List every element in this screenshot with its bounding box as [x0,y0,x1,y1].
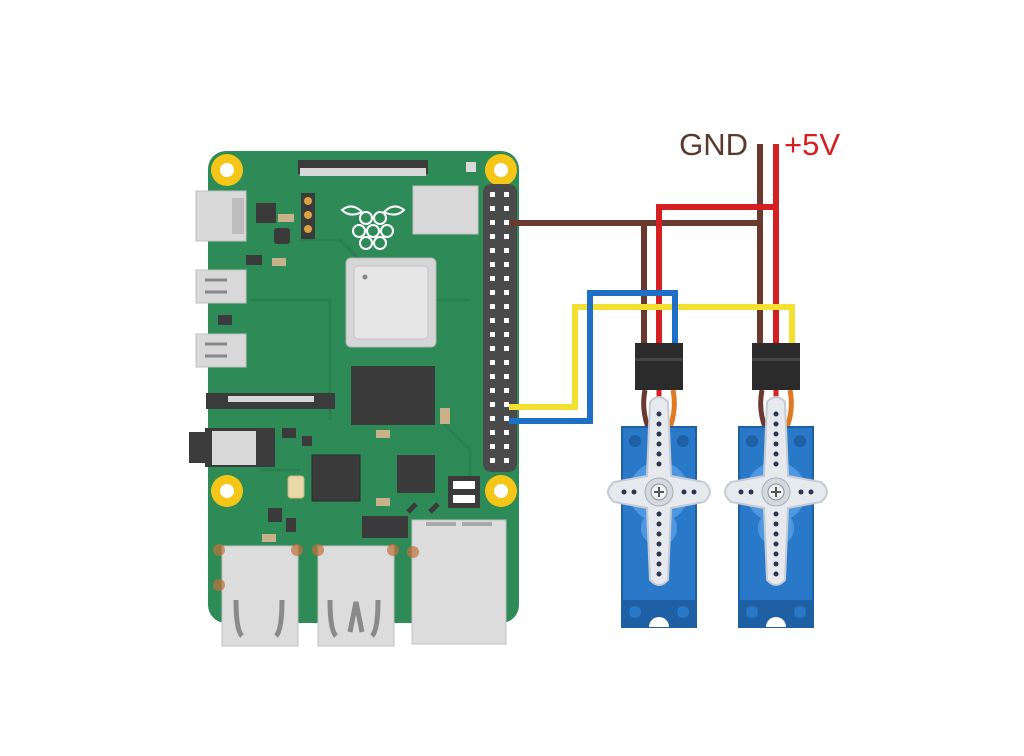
mount-hole [485,475,517,507]
gpio-pin [490,458,495,463]
mount-hole [211,475,243,507]
servo-connector [635,343,683,390]
gpio-pin [490,304,495,309]
usb-controller-chip [311,454,361,502]
wifi-module [412,185,479,235]
gpio-pin [504,346,509,351]
ram-chip [351,366,435,425]
gpio-pin [504,360,509,365]
gpio-pin [490,374,495,379]
gpio-pin [490,234,495,239]
wire-signal-servo-1 [509,290,678,424]
gpio-pin [504,374,509,379]
gpio-pin [504,262,509,267]
gpio-pin [490,192,495,197]
gpio-pin [504,388,509,393]
gpio-pin [490,290,495,295]
raspberry-pi-board [189,151,519,647]
gpio-pin [490,402,495,407]
power-label: +5V [784,127,840,162]
gnd-label: GND [679,127,748,162]
mount-hole [211,154,243,186]
mount-hole [485,154,517,186]
gpio-pin [504,430,509,435]
gpio-pin [490,206,495,211]
gpio-pin [504,192,509,197]
servo-motor [607,389,711,628]
gpio-pin [504,290,509,295]
usb-port [317,545,395,647]
gpio-pin [504,444,509,449]
poe-header [301,193,315,239]
gpio-pin [504,402,509,407]
run-header [448,476,480,508]
camera-connector [206,393,335,409]
audio-jack [189,428,275,467]
ethernet-phy-chip [397,455,435,493]
gpio-pin [490,346,495,351]
wire-signal-servo-2 [509,304,795,410]
gpio-pin [490,332,495,337]
servo-motor [724,389,828,628]
gpio-pin [490,318,495,323]
display-connector [298,160,428,176]
usb-port [221,545,299,647]
gpio-pin [490,220,495,225]
servo-connector [752,343,800,390]
gpio-pin [490,360,495,365]
gpio-pin [490,248,495,253]
gpio-header [483,184,517,472]
gpio-pin [490,276,495,281]
raspberry-pi-logo-icon [340,205,406,250]
gpio-pin [504,416,509,421]
soc-chip [345,257,437,348]
gpio-pin [490,416,495,421]
gpio-pin [490,388,495,393]
gpio-pin [504,332,509,337]
gpio-pin [504,304,509,309]
gpio-pin [504,206,509,211]
gpio-pin [504,458,509,463]
ethernet-port [411,519,507,645]
gpio-pin [504,318,509,323]
smd-components [218,203,312,532]
gpio-pin [504,220,509,225]
gpio-pin [504,276,509,281]
gpio-pin [504,234,509,239]
wire-gnd-servo-1 [641,220,760,358]
usb-c-port [195,190,247,242]
gpio-pin [490,444,495,449]
gpio-pin [504,248,509,253]
micro-hdmi-port [195,333,247,368]
gpio-pin [490,430,495,435]
gpio-pin [490,262,495,267]
micro-hdmi-port [195,269,247,304]
